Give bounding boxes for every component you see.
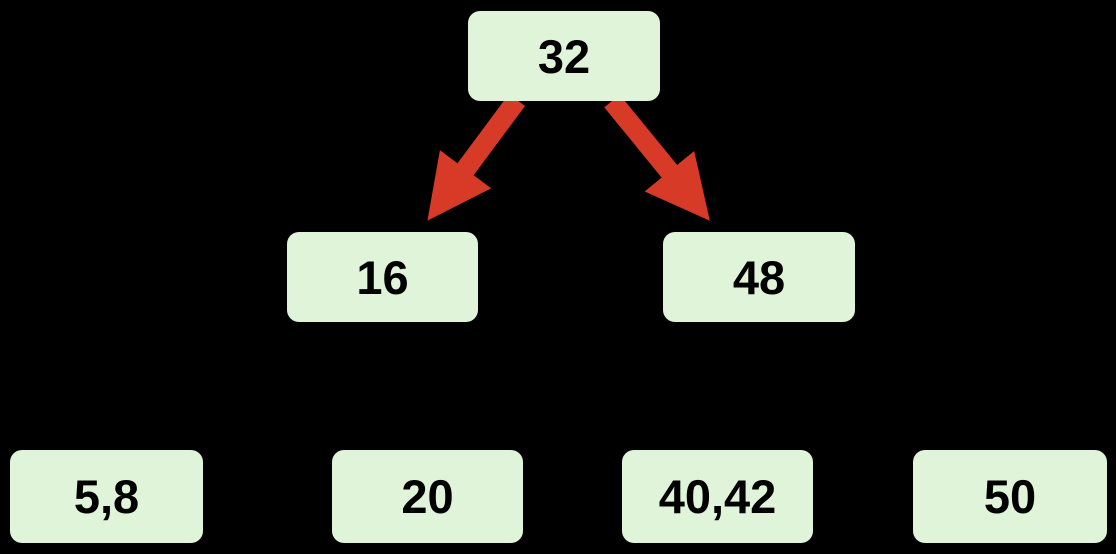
tree-node-root: 32 <box>468 11 660 101</box>
tree-node-48: 48 <box>663 232 855 322</box>
tree-node-20: 20 <box>332 450 523 543</box>
tree-node-5-8: 5,8 <box>10 450 203 543</box>
tree-node-16: 16 <box>287 232 478 322</box>
arrow-32-to-16 <box>427 94 526 221</box>
tree-node-50: 50 <box>913 450 1107 543</box>
tree-node-40-42: 40,42 <box>622 450 813 543</box>
arrow-32-to-48 <box>604 94 710 221</box>
